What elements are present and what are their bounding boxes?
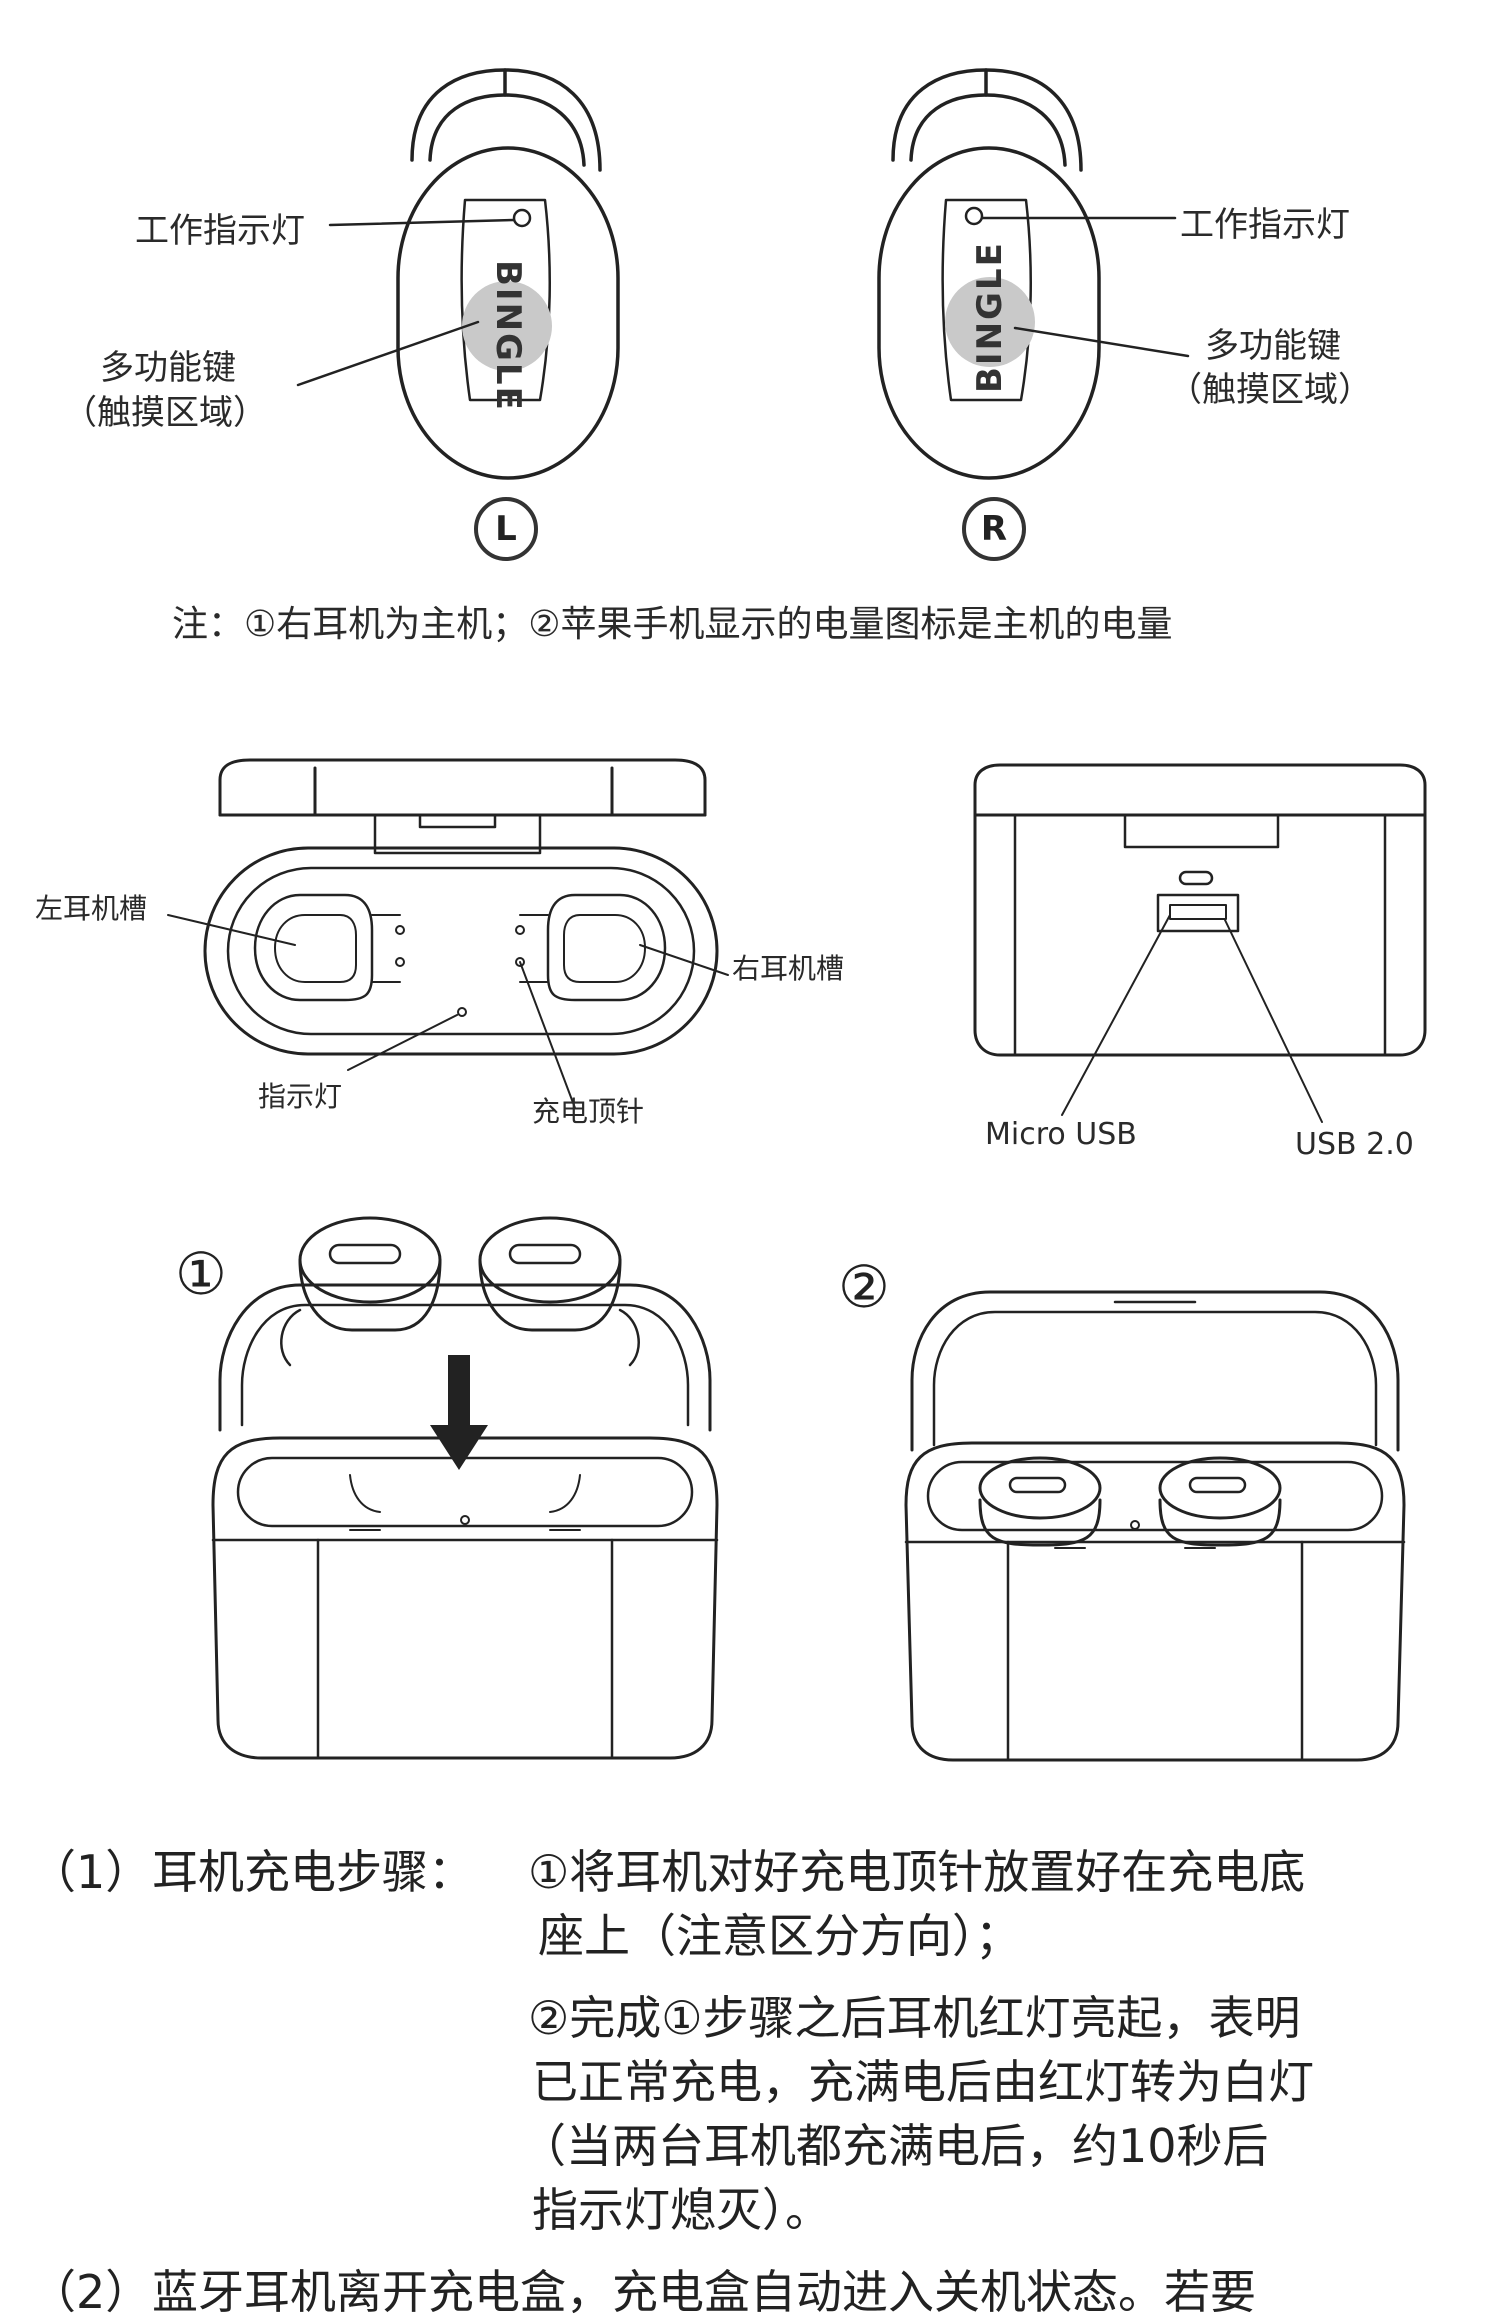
micro-usb-label: Micro USB <box>985 1117 1137 1152</box>
charging-pins-label: 充电顶针 <box>532 1095 645 1128</box>
item2-prefix: （2） <box>30 2265 152 2319</box>
item1-a-line1: ①将耳机对好充电顶针放置好在充电底 <box>528 1845 1306 1899</box>
right-side-mark: R <box>962 497 1026 561</box>
item1-prefix: （1） <box>30 1845 152 1899</box>
left-touch-area-label: （触摸区域） <box>63 393 267 433</box>
earbud-leader-lines <box>296 216 1190 387</box>
step1-illustration <box>211 1216 719 1760</box>
open-case-top-view <box>203 758 719 1056</box>
right-earbud-illustration <box>877 68 1101 480</box>
left-side-mark: L <box>474 497 538 561</box>
case-indicator-label: 指示灯 <box>258 1080 343 1113</box>
case-leader-lines <box>167 914 729 1109</box>
case-port-view <box>973 763 1427 1057</box>
item1-title: 耳机充电步骤： <box>152 1845 474 1899</box>
step2-illustration <box>904 1290 1406 1762</box>
right-earbud-brand: BINGLE <box>970 241 1010 393</box>
right-touch-area-label: （触摸区域） <box>1168 370 1372 410</box>
right-multi-key-label: 多功能键 <box>1205 326 1341 366</box>
usb2-label: USB 2.0 <box>1295 1127 1414 1162</box>
left-earbud-brand: BINGLE <box>488 260 528 412</box>
item1-b-line1: ②完成①步骤之后耳机红灯亮起，表明 <box>528 1991 1301 2045</box>
master-earbud-note: 注：①右耳机为主机；②苹果手机显示的电量图标是主机的电量 <box>172 604 1173 645</box>
left-indicator-label: 工作指示灯 <box>135 211 305 251</box>
left-earbud-illustration <box>396 68 620 480</box>
right-slot-label: 右耳机槽 <box>732 952 845 985</box>
step1-mark: ① <box>175 1240 227 1308</box>
item2-line1: 蓝牙耳机离开充电盒，充电盒自动进入关机状态。若要 <box>152 2265 1256 2319</box>
step2-mark: ② <box>838 1253 890 1321</box>
item1-a-line2: 座上（注意区分方向）； <box>538 1909 1021 1963</box>
port-leader-lines <box>1061 914 1323 1123</box>
item1-b-line2: 已正常充电，充满电后由红灯转为白灯 <box>532 2055 1314 2109</box>
left-multi-key-label: 多功能键 <box>100 348 236 388</box>
item1-b-line3: （当两台耳机都充满电后，约10秒后 <box>520 2119 1269 2173</box>
right-indicator-label: 工作指示灯 <box>1180 205 1350 245</box>
item1-b-line4: 指示灯熄灭）。 <box>532 2183 831 2237</box>
left-slot-label: 左耳机槽 <box>35 892 148 925</box>
